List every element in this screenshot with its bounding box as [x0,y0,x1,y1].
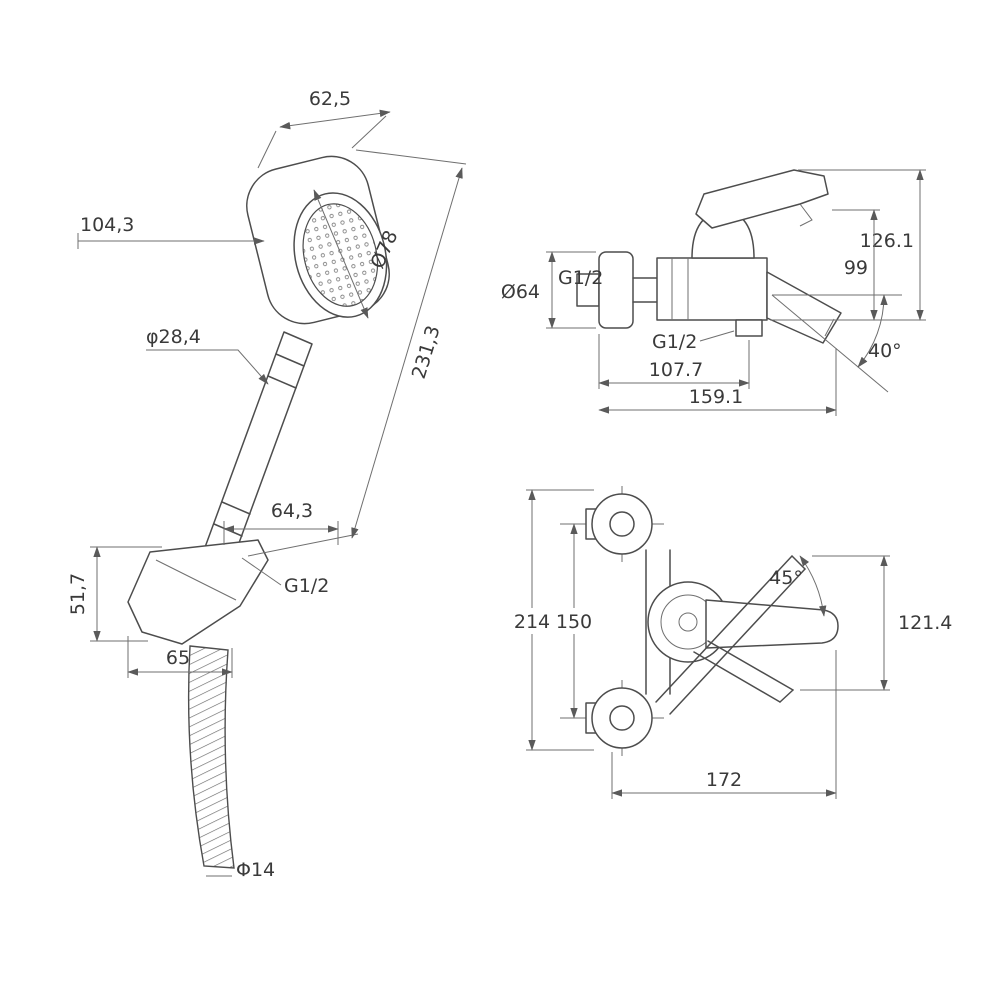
dim-head-width-label: 62,5 [309,88,351,110]
dim-handle-swing: 45° [769,555,827,617]
dim-overall-height-label: 214 [514,611,550,633]
dim-flange-diameter: Ø64 [501,251,596,329]
wall-flange-top [560,486,664,562]
dim-upper-height-side-label: 99 [844,257,868,279]
dim-head-offset-label: 104,3 [80,214,134,236]
dim-centers-distance-label: 150 [556,611,592,633]
dim-outlet-thread: G1/2 [652,330,735,353]
dim-bracket-height-label: 51,7 [67,573,89,615]
dim-spout-angle: 40° [771,294,902,393]
dim-upper-height-side: 99 [832,209,880,321]
dim-overall-height: 214 [514,489,594,751]
dim-total-depth-label: 159.1 [689,386,743,408]
dim-overall-width: 172 [611,650,837,799]
wall-bracket [127,539,269,645]
dim-body-height: 121.4 [800,555,952,691]
dim-outlet-thread-label: G1/2 [652,331,697,353]
dim-handle-diameter: φ28,4 [146,326,269,385]
lever-handle-detail [799,203,813,227]
dim-flange-diameter-label: Ø64 [501,281,540,303]
dim-outlet-offset: 107.7 [598,334,750,389]
dim-lower-length: 64,3 [223,500,339,545]
wall-flange-side [598,251,634,329]
dim-handle-thread-label: G1/2 [284,575,329,597]
dim-bracket-width-label: 65 [166,647,190,669]
dim-overall-width-label: 172 [706,769,742,791]
dim-handle-swing-label: 45° [769,567,803,589]
dim-head-offset: 104,3 [77,214,265,249]
hand-shower-view: 62,5 104,3 Ø78 φ28,4 231,3 [67,88,467,881]
dim-bracket-height: 51,7 [67,546,162,642]
shower-handle [203,331,313,563]
dim-outlet-offset-label: 107.7 [649,359,703,381]
dim-inlet-thread-label: G1/2 [558,267,603,289]
spout-side [766,271,842,344]
wall-flange-bottom [560,680,664,756]
dim-handle-thread: G1/2 [241,557,329,597]
dim-total-depth: 159.1 [598,348,837,416]
dim-centers-distance: 150 [556,523,592,719]
dim-head-width: 62,5 [257,88,391,169]
dim-hose-diameter-label: Φ14 [236,859,275,881]
lever-handle-front [705,599,839,649]
dim-hose-diameter: Φ14 [206,859,275,881]
dim-spout-angle-label: 40° [868,340,902,362]
mixer-front-view: 214 150 45° 121.4 172 [514,486,952,799]
lever-handle-side [695,169,829,229]
dim-lower-length-label: 64,3 [271,500,313,522]
shower-hose [187,645,235,869]
mixer-side-view: Ø64 G1/2 126.1 99 G1/2 107.7 [501,169,926,416]
spout-front [693,640,794,703]
dim-total-height-side-label: 126.1 [860,230,914,252]
dim-bracket-width: 65 [127,636,233,678]
dim-handle-diameter-label: φ28,4 [146,326,201,348]
dim-body-height-label: 121.4 [898,612,952,634]
outlet-side [735,319,763,337]
